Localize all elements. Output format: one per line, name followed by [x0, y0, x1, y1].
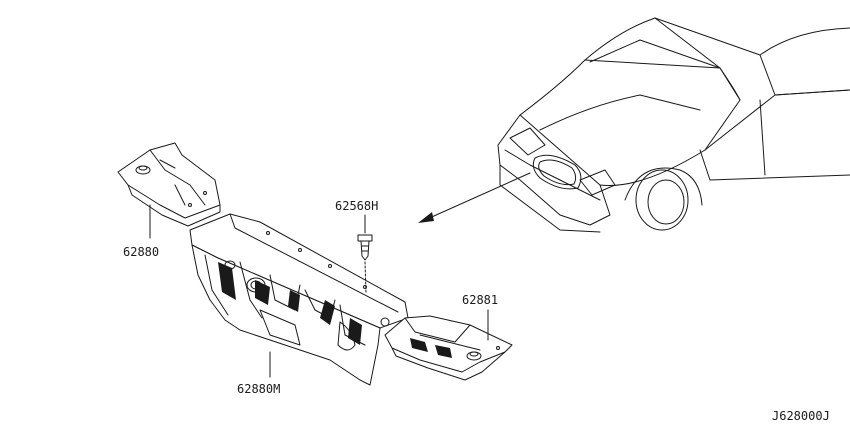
car-illustration [497, 17, 850, 233]
label-62881: 62881 [462, 293, 498, 307]
clip-part [357, 214, 373, 293]
label-62880: 62880 [123, 245, 159, 259]
right-side-panel-part [384, 309, 513, 381]
left-side-panel-part [117, 142, 221, 239]
label-62568h: 62568H [335, 199, 378, 213]
label-62880m: 62880M [237, 382, 280, 396]
center-panel-part [189, 213, 409, 386]
diagram-code: J628000J [772, 409, 830, 423]
pointer-arrow [418, 172, 531, 223]
